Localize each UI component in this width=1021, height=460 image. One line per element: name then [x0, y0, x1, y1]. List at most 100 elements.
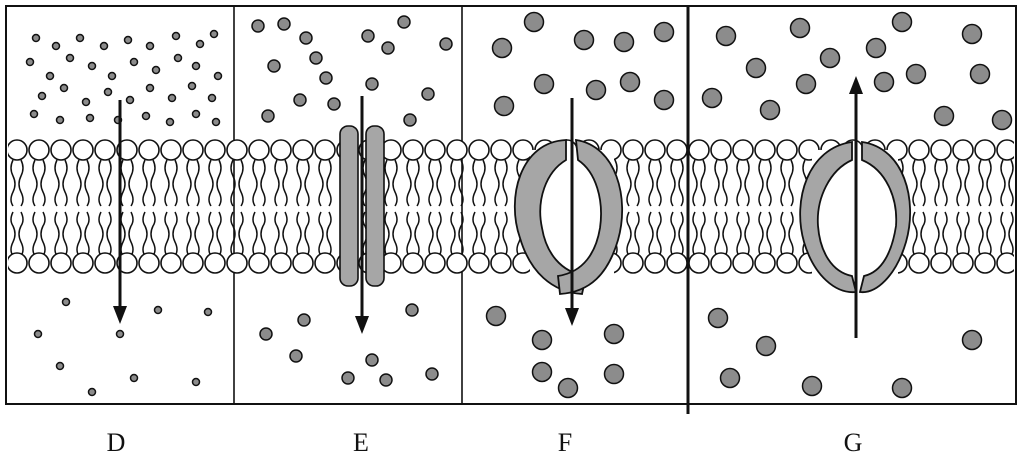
molecule-large [603, 323, 625, 345]
molecule-large [819, 47, 841, 69]
molecule-small [87, 61, 97, 71]
molecule-small [145, 41, 155, 51]
molecule-large [755, 335, 777, 357]
molecule-medium [259, 327, 273, 341]
molecule-large [891, 11, 913, 33]
arrow-down-d [113, 100, 127, 324]
panel-label-g: G [843, 428, 863, 457]
molecule-medium [277, 17, 291, 31]
molecule-medium [425, 367, 439, 381]
molecule-small [191, 109, 201, 119]
molecule-small [85, 113, 95, 123]
molecule-small [99, 41, 109, 51]
molecule-small [75, 33, 85, 43]
molecule-small [153, 305, 163, 315]
arrow-up-g [849, 76, 863, 338]
molecule-small [29, 109, 39, 119]
molecule-large [485, 305, 507, 327]
molecule-medium [297, 313, 311, 327]
molecule-small [55, 361, 65, 371]
molecule-small [187, 81, 197, 91]
molecule-medium [341, 371, 355, 385]
molecule-large [865, 37, 887, 59]
molecule-small [203, 307, 213, 317]
molecule-medium [309, 51, 323, 65]
molecule-small [171, 31, 181, 41]
molecule-medium [293, 93, 307, 107]
molecule-small [173, 53, 183, 63]
molecule-large [493, 95, 515, 117]
molecule-small [55, 115, 65, 125]
molecule-large [891, 377, 913, 399]
molecule-small [145, 83, 155, 93]
molecule-large [603, 363, 625, 385]
molecule-medium [267, 59, 281, 73]
molecule-small [65, 53, 75, 63]
molecule-medium [421, 87, 435, 101]
molecule-large [573, 29, 595, 51]
molecule-small [61, 297, 71, 307]
molecule-large [873, 71, 895, 93]
molecule-large [795, 73, 817, 95]
molecule-medium [319, 71, 333, 85]
molecule-medium [251, 19, 265, 33]
molecule-large [969, 63, 991, 85]
molecule-medium [327, 97, 341, 111]
molecule-large [715, 25, 737, 47]
molecule-small [195, 39, 205, 49]
molecule-small [25, 57, 35, 67]
molecule-small [87, 387, 97, 397]
molecule-small [167, 93, 177, 103]
molecule-large [533, 73, 555, 95]
molecule-medium [381, 41, 395, 55]
panel-label-d: D [106, 428, 126, 457]
molecule-medium [261, 109, 275, 123]
molecule-large [557, 377, 579, 399]
molecule-large [801, 375, 823, 397]
molecule-large [653, 21, 675, 43]
molecule-medium [361, 29, 375, 43]
molecule-medium [379, 373, 393, 387]
molecule-large [653, 89, 675, 111]
molecule-medium [439, 37, 453, 51]
molecule-large [585, 79, 607, 101]
molecule-large [905, 63, 927, 85]
molecule-small [191, 61, 201, 71]
molecule-small [207, 93, 217, 103]
molecules [25, 11, 1013, 399]
molecule-small [59, 83, 69, 93]
molecule-small [125, 95, 135, 105]
molecule-small [103, 87, 113, 97]
molecule-small [37, 91, 47, 101]
molecule-large [759, 99, 781, 121]
molecule-small [191, 377, 201, 387]
molecule-small [33, 329, 43, 339]
molecule-medium [365, 77, 379, 91]
molecule-medium [403, 113, 417, 127]
molecule-large [613, 31, 635, 53]
molecule-small [141, 111, 151, 121]
molecule-large [789, 17, 811, 39]
arrows [113, 76, 863, 338]
molecule-small [107, 71, 117, 81]
molecule-large [961, 23, 983, 45]
molecule-medium [289, 349, 303, 363]
molecule-large [719, 367, 741, 389]
molecule-small [211, 117, 221, 127]
molecule-large [745, 57, 767, 79]
molecule-small [165, 117, 175, 127]
molecule-medium [397, 15, 411, 29]
molecule-large [619, 71, 641, 93]
molecule-small [129, 57, 139, 67]
molecule-small [115, 329, 125, 339]
panel-label-f: F [557, 428, 573, 457]
carrier-protein-f [513, 138, 624, 295]
molecule-small [209, 29, 219, 39]
channel-protein [339, 125, 385, 287]
molecule-medium [405, 303, 419, 317]
molecule-large [523, 11, 545, 33]
molecule-large [531, 361, 553, 383]
molecule-large [491, 37, 513, 59]
panel-label-e: E [353, 428, 369, 457]
